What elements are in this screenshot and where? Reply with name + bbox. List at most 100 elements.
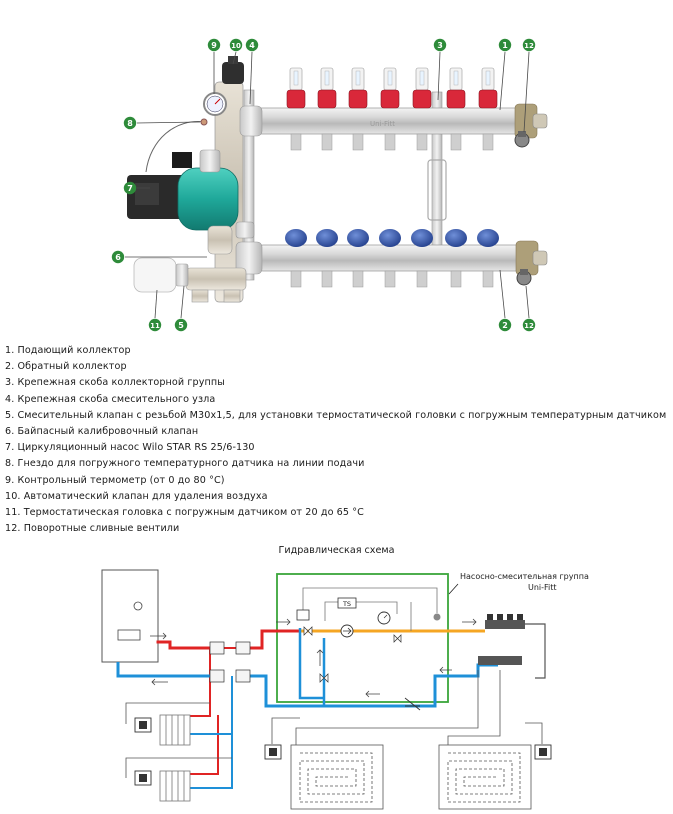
thermostatic-head: [133, 257, 189, 293]
scheme-components: TS: [209, 597, 441, 711]
return-valve-cap: [477, 229, 499, 247]
group-label: Насосно-смесительная группа: [460, 572, 589, 581]
group-label-brand: Uni-Fitt: [528, 583, 557, 592]
return-line: [116, 638, 498, 789]
supply-outlet: [290, 133, 302, 151]
svg-text:1: 1: [502, 41, 508, 50]
supply-outlet: [384, 133, 396, 151]
flowmeter: [446, 67, 466, 109]
callout-leaders: [125, 51, 530, 319]
hydraulic-scheme: Насосно-смесительная группа Uni-Fitt TS: [101, 569, 589, 810]
svg-text:5: 5: [178, 321, 184, 330]
supply-outlet: [352, 133, 364, 151]
svg-text:Uni-Fitt: Uni-Fitt: [370, 120, 395, 128]
floor-heating-loops: [271, 670, 543, 810]
supply-outlet: [321, 133, 333, 151]
control-lines: [302, 587, 438, 631]
svg-text:7: 7: [127, 184, 133, 193]
supply-outlet: [450, 133, 462, 151]
flowmeter: [412, 67, 432, 109]
legend-item: 6. Байпасный калибровочный клапан: [5, 425, 199, 437]
callout-12-bottom: 12: [522, 318, 536, 332]
supply-outlets: [290, 133, 494, 151]
floor-collectors: [478, 614, 546, 679]
legend-item: 3. Крепежная скоба коллекторной группы: [5, 377, 225, 389]
flowmeter: [286, 67, 306, 109]
legend-item: 11. Термостатическая головка с погружным…: [5, 506, 364, 518]
return-outlet: [450, 270, 462, 288]
legend-item: 7. Циркуляционный насос Wilo STAR RS 25/…: [5, 442, 255, 454]
thermometer: [203, 92, 227, 116]
flow-arrows: [150, 618, 477, 698]
boiler: [101, 569, 159, 663]
manifold-photo: Uni-Fitt: [111, 38, 548, 332]
return-outlet: [384, 270, 396, 288]
svg-text:TS: TS: [342, 600, 351, 608]
legend-item: 9. Контрольный термометр (от 0 до 80 °С): [5, 474, 225, 486]
scheme-title: Гидравлическая схема: [278, 545, 395, 556]
svg-text:12: 12: [524, 42, 534, 50]
callout-7: 7: [123, 181, 137, 195]
drain-valve-top: [514, 131, 530, 148]
return-valve-cap: [285, 229, 307, 247]
callouts: 9 10 4 3 1 12 8 7 6 11 5 2 12: [111, 38, 536, 332]
legend-item: 1. Подающий коллектор: [5, 345, 131, 356]
callout-3: 3: [433, 38, 447, 52]
return-valve-cap: [347, 229, 369, 247]
return-valve-cap: [379, 229, 401, 247]
bypass-valve: [207, 221, 255, 255]
svg-text:8: 8: [127, 119, 133, 128]
callout-9: 9: [207, 38, 221, 52]
mixing-unit-body: [185, 81, 263, 303]
callout-10: 10: [229, 38, 243, 52]
component-legend: 1. Подающий коллектор 2. Обратный коллек…: [5, 343, 666, 537]
supply-outlet: [416, 133, 428, 151]
return-outlet: [416, 270, 428, 288]
svg-text:10: 10: [231, 42, 241, 50]
supply-outlet: [482, 133, 494, 151]
legend-item: 10. Автоматический клапан для удаления в…: [5, 490, 268, 502]
svg-text:6: 6: [115, 253, 121, 262]
callout-4: 4: [245, 38, 259, 52]
pump-mixing-group-frame: [276, 573, 449, 703]
svg-text:12: 12: [524, 322, 534, 330]
return-collector: [257, 240, 548, 276]
return-outlet: [482, 270, 494, 288]
return-valve-cap: [411, 229, 433, 247]
sensor-socket: [145, 118, 208, 173]
callout-1: 1: [498, 38, 512, 52]
svg-text:9: 9: [211, 41, 217, 50]
return-valve-cap: [316, 229, 338, 247]
callout-5: 5: [174, 318, 188, 332]
legend-item: 12. Поворотные сливные вентили: [5, 523, 180, 535]
callout-12-top: 12: [522, 38, 536, 52]
bracket-left: [243, 89, 255, 281]
svg-text:11: 11: [150, 322, 160, 330]
legend-item: 2. Обратный коллектор: [5, 361, 127, 373]
return-valve-cap: [445, 229, 467, 247]
drain-valve-bottom: [516, 269, 532, 286]
callout-8: 8: [123, 116, 137, 130]
return-outlet: [290, 270, 302, 288]
radiators: [159, 714, 191, 802]
air-vent-valve: [222, 56, 244, 84]
mixed-supply-line: [298, 628, 485, 700]
callout-11: 11: [148, 318, 162, 332]
flowmeter: [348, 67, 368, 109]
return-outlets: [290, 270, 494, 288]
room-thermostats: [125, 702, 552, 786]
legend-item: 4. Крепежная скоба смесительного узла: [5, 393, 216, 405]
callout-2: 2: [498, 318, 512, 332]
return-outlet: [352, 270, 364, 288]
callout-6: 6: [111, 250, 125, 264]
flowmeter: [478, 67, 498, 109]
legend-item: 8. Гнездо для погружного температурного …: [5, 458, 365, 470]
flowmeter: [317, 67, 337, 109]
circulation-pump: [127, 149, 239, 231]
return-valve-caps: [285, 229, 499, 247]
return-outlet: [321, 270, 333, 288]
legend-item: 5. Смесительный клапан с резьбой М30х1,5…: [5, 409, 667, 421]
supply-flowmeters: [286, 67, 498, 109]
svg-text:2: 2: [502, 321, 508, 330]
flowmeter: [380, 67, 400, 109]
